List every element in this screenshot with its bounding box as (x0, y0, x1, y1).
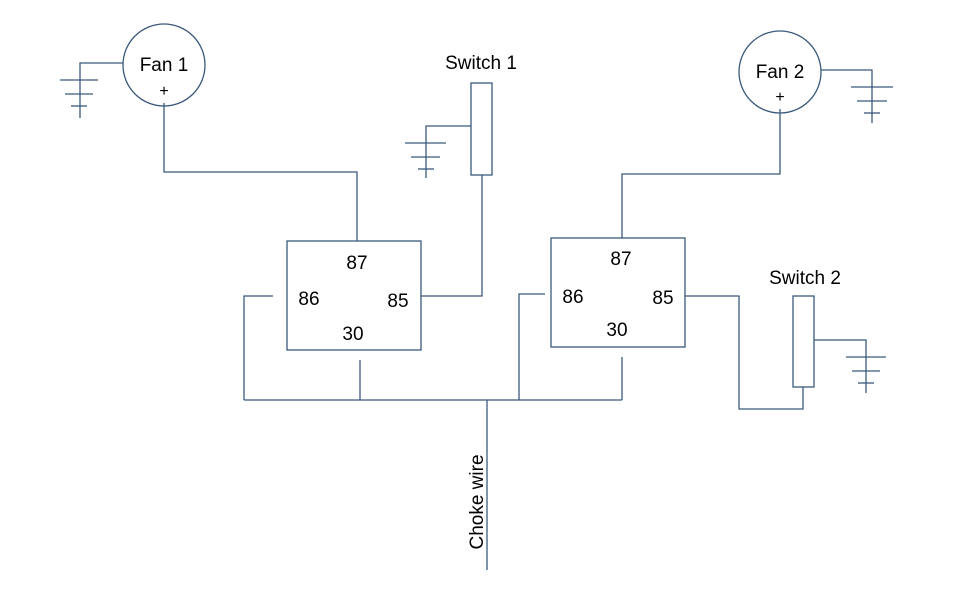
relay-1-pin-85: 85 (387, 291, 408, 312)
relay-1-pin-87: 87 (346, 253, 367, 274)
wire-switch1-to-relay1-85 (421, 175, 483, 297)
fan-2-plus-sign: + (775, 89, 784, 106)
wire-fan2-to-relay2-87 (621, 109, 781, 238)
switch-1-label: Switch 1 (445, 53, 517, 74)
relay-1-pin-30: 30 (342, 324, 363, 345)
switch-1 (470, 82, 493, 176)
relay-2 (550, 237, 686, 348)
fan-1-ground-icon (60, 62, 123, 118)
wire-relay2-86 (518, 293, 545, 400)
relay-2-pin-85: 85 (652, 288, 673, 309)
wire-relay2-85-to-switch2 (685, 295, 804, 410)
relay-2-pin-86: 86 (562, 287, 583, 308)
switch-2-label: Switch 2 (769, 268, 841, 289)
wire-fan1-to-relay1-87 (163, 103, 358, 241)
switch-2-ground-icon (814, 339, 886, 393)
switch-2 (792, 295, 815, 388)
fan-2-label: Fan 2 (756, 62, 805, 83)
relay-1 (286, 240, 422, 351)
switch-1-ground-icon (405, 125, 471, 178)
fan-1-plus-sign: + (159, 83, 168, 100)
wire-relay1-86 (243, 295, 273, 400)
relay-1-pin-86: 86 (298, 289, 319, 310)
relay-2-pin-30: 30 (606, 320, 627, 341)
choke-wire-label: Choke wire (467, 454, 488, 549)
relay-2-pin-87: 87 (610, 249, 631, 270)
fan-1-label: Fan 1 (140, 55, 189, 76)
fan-2-ground-icon (821, 69, 893, 123)
